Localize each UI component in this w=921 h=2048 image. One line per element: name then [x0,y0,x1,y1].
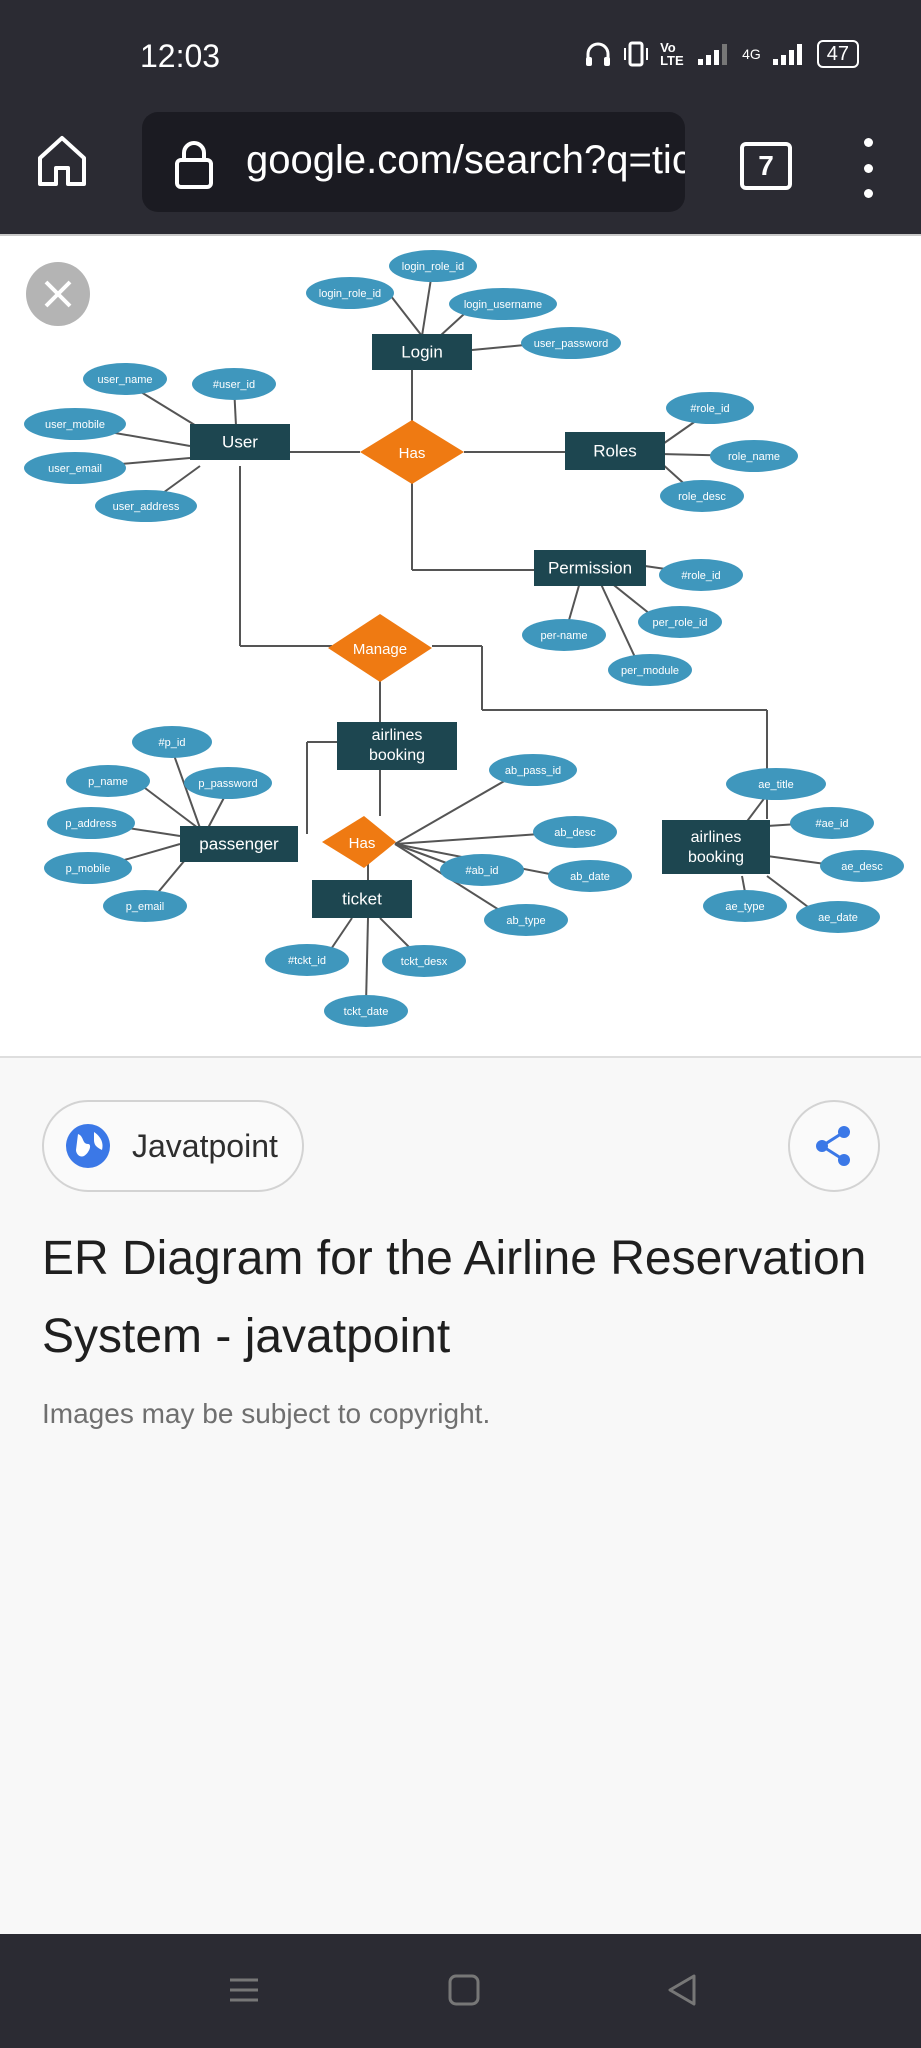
share-button[interactable] [788,1100,880,1192]
close-icon [44,280,72,308]
battery-indicator: 47 [816,40,859,68]
attr-login-role-id-top: login_role_id [402,261,464,273]
entity-airlines-booking: airlines [372,727,423,744]
attr-user-address: user_address [113,501,180,513]
copyright-notice: Images may be subject to copyright. [42,1398,491,1429]
entity-airlines-booking-2: airlines [691,829,742,846]
attr-per-module: per_module [621,665,679,677]
attr-tckt-id: #tckt_id [288,955,326,967]
er-diagram: Login User Roles Permission airlines boo… [24,250,904,1027]
attr-ab-pass-id: ab_pass_id [505,765,561,777]
attr-role-name: role_name [728,451,780,463]
attr-p-name: p_name [88,776,128,788]
attr-ae-id: #ae_id [815,818,848,830]
source-name: Javatpoint [132,1127,278,1164]
address-bar[interactable]: google.com/search?q=tic [142,112,685,212]
attr-ae-desc: ae_desc [841,861,883,873]
relation-manage: Manage [353,641,407,658]
attr-p-mobile: p_mobile [66,863,111,875]
attr-permission-role-id: #role_id [681,570,720,582]
tab-switcher-button[interactable]: 7 [740,142,792,190]
entity-ticket: ticket [342,889,382,908]
entity-airlines-booking-line2: booking [369,747,425,764]
attr-per-role-id: per_role_id [652,617,707,629]
url-text: google.com/search?q=tic [246,138,685,182]
attr-role-desc: role_desc [678,491,726,503]
attr-ab-date: ab_date [570,871,610,883]
status-bar: 12:03 Vo LTE 4G 47 [0,0,921,110]
attr-login-role-id: login_role_id [319,288,381,300]
attr-login-username: login_username [464,299,542,311]
entity-user: User [222,432,258,451]
vibrate-icon [624,41,649,67]
attr-role-id: #role_id [690,403,729,415]
entity-permission: Permission [548,558,632,577]
recent-apps-icon[interactable] [226,1972,262,2008]
attr-ab-id: #ab_id [465,865,498,877]
attr-ab-desc: ab_desc [554,827,596,839]
home-icon[interactable] [36,132,88,188]
attr-ae-type: ae_type [725,901,764,913]
volte-label: Vo LTE [660,40,684,68]
back-icon[interactable] [664,1972,700,2008]
browser-toolbar: google.com/search?q=tic 7 [0,110,921,236]
signal-strong-icon [772,44,802,65]
attr-user-mobile: user_mobile [45,419,105,431]
attr-p-id: #p_id [159,737,186,749]
image-preview[interactable]: Login User Roles Permission airlines boo… [0,236,921,1058]
attr-user-password: user_password [534,338,609,350]
share-icon [816,1126,850,1166]
attr-p-password: p_password [198,778,257,790]
clock: 12:03 [140,38,221,74]
source-chip[interactable]: Javatpoint [42,1100,304,1192]
home-nav-icon[interactable] [446,1972,482,2008]
attr-p-email: p_email [126,901,165,913]
overflow-menu-button[interactable] [860,138,876,198]
signal-icon [698,44,728,65]
attr-tckt-desx: tckt_desx [401,956,448,968]
attr-tckt-date: tckt_date [344,1006,389,1018]
entity-passenger: passenger [199,834,279,853]
headphones-icon [586,42,611,66]
attr-ae-date: ae_date [818,912,858,924]
relation-has-1: Has [399,445,426,462]
close-preview-button[interactable] [26,262,90,326]
status-icons: Vo LTE 4G 47 [584,40,859,68]
globe-icon [66,1124,110,1168]
system-nav-bar [0,1934,921,2048]
attr-ab-type: ab_type [506,915,545,927]
attr-user-id: #user_id [213,379,255,391]
result-title[interactable]: ER Diagram for the Airline Reservation S… [42,1232,867,1363]
entity-roles: Roles [593,441,636,460]
attr-ae-title: ae_title [758,779,793,791]
attr-user-name: user_name [97,374,152,386]
entity-login: Login [401,342,443,361]
attr-p-address: p_address [65,818,117,830]
network-label: 4G [742,46,761,62]
lock-icon [175,141,213,189]
attr-user-email: user_email [48,463,102,475]
attr-per-name: per-name [540,630,587,642]
relation-has-2: Has [349,835,376,852]
entity-airlines-booking-2-line2: booking [688,849,744,866]
